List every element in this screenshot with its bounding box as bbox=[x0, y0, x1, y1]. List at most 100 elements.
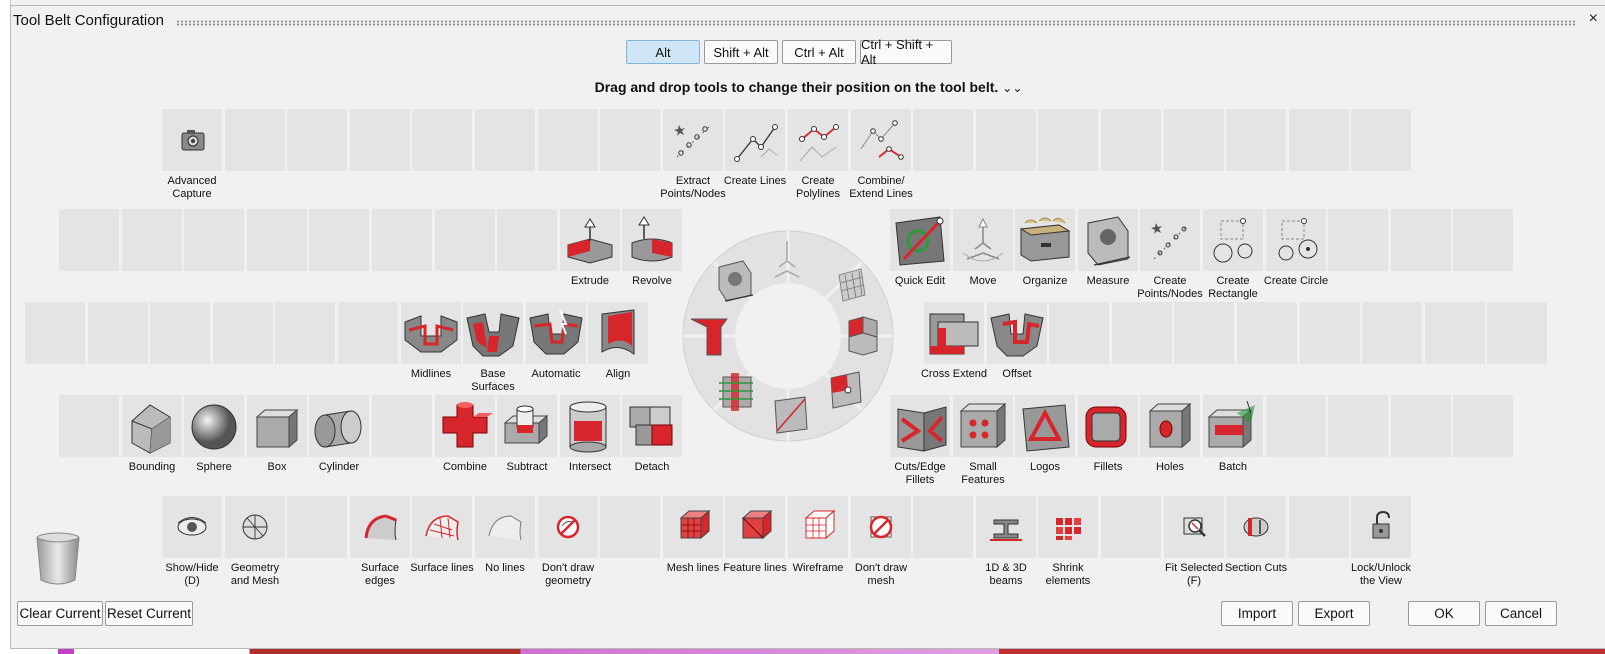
title-grip[interactable] bbox=[176, 20, 1576, 26]
tool-slot-bounding[interactable] bbox=[122, 395, 182, 457]
empty-tool-slot[interactable] bbox=[913, 109, 973, 171]
import-button[interactable]: Import bbox=[1221, 601, 1293, 626]
tool-slot-create-rectangle[interactable] bbox=[1203, 209, 1263, 271]
export-button[interactable]: Export bbox=[1298, 601, 1370, 626]
wheel-split-face-icon[interactable] bbox=[830, 371, 862, 409]
empty-tool-slot[interactable] bbox=[1328, 395, 1388, 457]
tool-slot-cylinder[interactable] bbox=[309, 395, 369, 457]
tool-slot-surface-lines[interactable] bbox=[412, 496, 472, 558]
empty-tool-slot[interactable] bbox=[309, 209, 369, 271]
empty-tool-slot[interactable] bbox=[1112, 302, 1172, 364]
tool-slot-move[interactable] bbox=[953, 209, 1013, 271]
empty-tool-slot[interactable] bbox=[475, 109, 535, 171]
close-icon[interactable]: × bbox=[1588, 10, 1598, 27]
tool-slot-no-lines[interactable] bbox=[475, 496, 535, 558]
empty-tool-slot[interactable] bbox=[976, 109, 1036, 171]
modifier-tab-ctrl-shift-alt[interactable]: Ctrl + Shift + Alt bbox=[860, 37, 952, 67]
empty-tool-slot[interactable] bbox=[59, 395, 119, 457]
tool-slot-offset[interactable] bbox=[987, 302, 1047, 364]
wheel-batch-mesh-icon[interactable] bbox=[719, 373, 753, 411]
tool-slot-shrink-elements[interactable] bbox=[1038, 496, 1098, 558]
empty-tool-slot[interactable] bbox=[1487, 302, 1547, 364]
empty-tool-slot[interactable] bbox=[25, 302, 85, 364]
tool-slot-batch[interactable] bbox=[1203, 395, 1263, 457]
tool-slot-create-lines[interactable] bbox=[725, 109, 785, 171]
wheel-red-face-icon[interactable] bbox=[848, 316, 878, 356]
tool-slot-align[interactable] bbox=[588, 302, 648, 364]
modifier-tab-alt[interactable]: Alt bbox=[626, 40, 700, 64]
empty-tool-slot[interactable] bbox=[213, 302, 273, 364]
tool-slot-eye[interactable] bbox=[162, 496, 222, 558]
tool-slot-wireframe[interactable] bbox=[788, 496, 848, 558]
empty-tool-slot[interactable] bbox=[1425, 302, 1485, 364]
tool-slot-surface-edges[interactable] bbox=[350, 496, 410, 558]
tool-slot-quick-edit[interactable] bbox=[890, 209, 950, 271]
tool-slot-extrude[interactable] bbox=[560, 209, 620, 271]
tool-slot-intersect[interactable] bbox=[560, 395, 620, 457]
empty-tool-slot[interactable] bbox=[88, 302, 148, 364]
tool-slot-subtract[interactable] bbox=[497, 395, 557, 457]
empty-tool-slot[interactable] bbox=[1391, 209, 1451, 271]
empty-tool-slot[interactable] bbox=[435, 209, 495, 271]
empty-tool-slot[interactable] bbox=[1101, 109, 1161, 171]
tool-slot-dont-draw-geometry[interactable] bbox=[538, 496, 598, 558]
tool-wheel[interactable] bbox=[679, 227, 897, 445]
tool-slot-small-features[interactable] bbox=[953, 395, 1013, 457]
empty-tool-slot[interactable] bbox=[1300, 302, 1360, 364]
empty-tool-slot[interactable] bbox=[1351, 109, 1411, 171]
empty-tool-slot[interactable] bbox=[1453, 395, 1513, 457]
empty-tool-slot[interactable] bbox=[1289, 109, 1349, 171]
empty-tool-slot[interactable] bbox=[1266, 395, 1326, 457]
cancel-button[interactable]: Cancel bbox=[1485, 601, 1557, 626]
wheel-diagonal-face-icon[interactable] bbox=[774, 396, 808, 434]
tool-slot-holes[interactable] bbox=[1140, 395, 1200, 457]
empty-tool-slot[interactable] bbox=[913, 496, 973, 558]
empty-tool-slot[interactable] bbox=[338, 302, 398, 364]
empty-tool-slot[interactable] bbox=[275, 302, 335, 364]
tool-slot-lock-unlock[interactable] bbox=[1351, 496, 1411, 558]
tool-slot-measure[interactable] bbox=[1078, 209, 1138, 271]
tool-slot-feature-lines[interactable] bbox=[725, 496, 785, 558]
empty-tool-slot[interactable] bbox=[287, 496, 347, 558]
tool-slot-section-cuts[interactable] bbox=[1226, 496, 1286, 558]
empty-tool-slot[interactable] bbox=[538, 109, 598, 171]
tool-slot-geometry-mesh[interactable] bbox=[225, 496, 285, 558]
clear-current-button[interactable]: Clear Current bbox=[17, 601, 103, 626]
empty-tool-slot[interactable] bbox=[1164, 109, 1224, 171]
empty-tool-slot[interactable] bbox=[59, 209, 119, 271]
tool-slot-organize[interactable] bbox=[1015, 209, 1075, 271]
tool-slot-create-points[interactable] bbox=[1140, 209, 1200, 271]
empty-tool-slot[interactable] bbox=[412, 109, 472, 171]
tool-slot-revolve[interactable] bbox=[622, 209, 682, 271]
tool-slot-fit-selected[interactable] bbox=[1164, 496, 1224, 558]
modifier-tab-shift-alt[interactable]: Shift + Alt bbox=[704, 40, 778, 64]
tool-slot-camera[interactable] bbox=[162, 109, 222, 171]
tool-slot-mesh-lines[interactable] bbox=[663, 496, 723, 558]
tool-slot-beams[interactable] bbox=[976, 496, 1036, 558]
empty-tool-slot[interactable] bbox=[600, 496, 660, 558]
wheel-red-cut-icon[interactable] bbox=[690, 318, 728, 356]
wheel-measure-icon[interactable] bbox=[718, 260, 754, 302]
tool-slot-box[interactable] bbox=[247, 395, 307, 457]
empty-tool-slot[interactable] bbox=[372, 209, 432, 271]
wheel-move-icon[interactable] bbox=[774, 241, 800, 278]
empty-tool-slot[interactable] bbox=[122, 209, 182, 271]
tool-slot-combine-lines[interactable] bbox=[851, 109, 911, 171]
tool-slot-combine[interactable] bbox=[435, 395, 495, 457]
empty-tool-slot[interactable] bbox=[1237, 302, 1297, 364]
tool-slot-midlines[interactable] bbox=[401, 302, 461, 364]
empty-tool-slot[interactable] bbox=[1226, 109, 1286, 171]
empty-tool-slot[interactable] bbox=[184, 209, 244, 271]
trash-bin-icon[interactable] bbox=[35, 532, 81, 586]
expand-chevron-icon[interactable]: ⌄⌄ bbox=[1002, 81, 1023, 95]
ok-button[interactable]: OK bbox=[1408, 601, 1480, 626]
empty-tool-slot[interactable] bbox=[1174, 302, 1234, 364]
empty-tool-slot[interactable] bbox=[1453, 209, 1513, 271]
wheel-surface-icon[interactable] bbox=[838, 268, 866, 302]
empty-tool-slot[interactable] bbox=[1038, 109, 1098, 171]
empty-tool-slot[interactable] bbox=[150, 302, 210, 364]
tool-slot-base-surfaces[interactable] bbox=[463, 302, 523, 364]
tool-slot-extract-points[interactable] bbox=[663, 109, 723, 171]
tool-slot-logos[interactable] bbox=[1015, 395, 1075, 457]
tool-slot-detach[interactable] bbox=[622, 395, 682, 457]
